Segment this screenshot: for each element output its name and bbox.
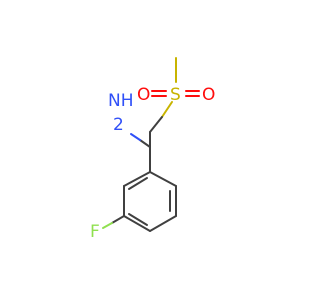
amine-label: NH bbox=[108, 91, 134, 111]
ring-inner-bond-2 bbox=[128, 213, 148, 226]
amine-subscript: 2 bbox=[113, 115, 124, 135]
sulfur-label: S bbox=[170, 85, 181, 105]
s-ch2-bond-a bbox=[161, 101, 173, 118]
molecule-structure-canvas: NH 2 O S O F bbox=[90, 57, 215, 242]
c-f-bond-a bbox=[111, 215, 125, 224]
oxygen-left-label: O bbox=[137, 85, 150, 105]
ring-bond-4 bbox=[123, 215, 151, 232]
s-ch2-bond-b bbox=[149, 116, 163, 133]
ring-bond-6 bbox=[123, 171, 151, 187]
molecule-diagram: NH 2 O S O F bbox=[90, 57, 215, 242]
oxygen-right-label: O bbox=[202, 85, 215, 105]
ring-inner-bond-3 bbox=[128, 177, 148, 190]
c-f-bond-b bbox=[102, 222, 113, 229]
ring-bond-3 bbox=[149, 215, 177, 232]
ring-bond-1 bbox=[149, 171, 177, 187]
fluorine-label: F bbox=[90, 222, 100, 242]
ch-n-bond-b bbox=[130, 133, 141, 141]
ch-n-bond-a bbox=[139, 139, 151, 148]
